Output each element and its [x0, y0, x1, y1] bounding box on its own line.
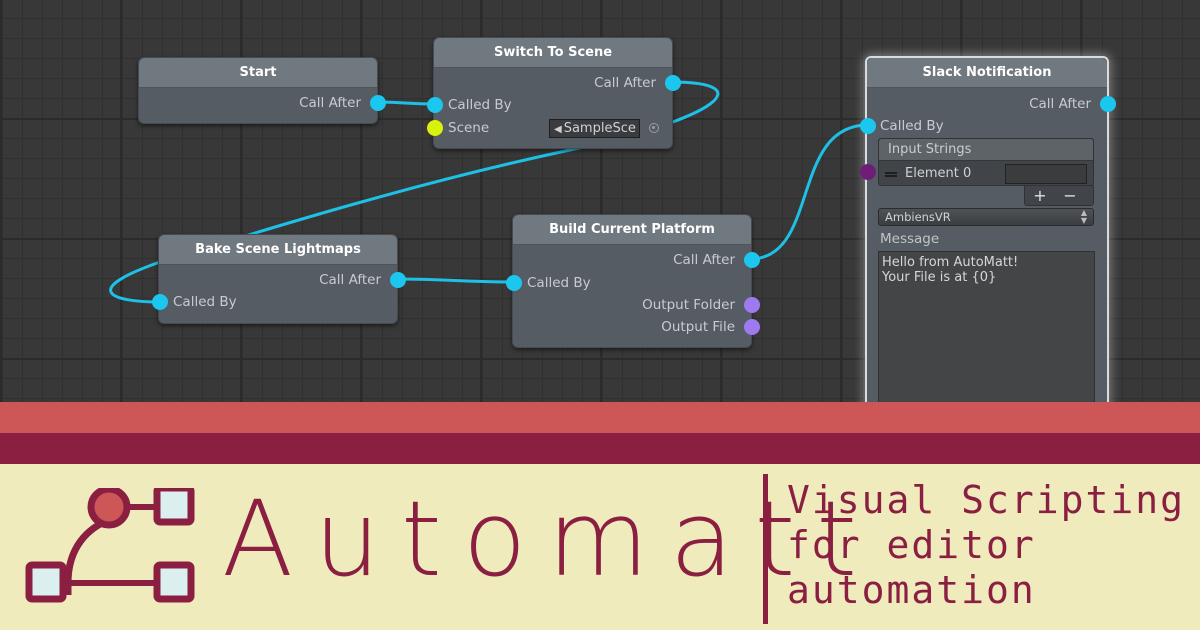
scene-input-port[interactable] — [427, 120, 443, 136]
call-after-output-port[interactable] — [665, 75, 681, 91]
call-after-output-port[interactable] — [744, 252, 760, 268]
called-by-input-port[interactable] — [427, 97, 443, 113]
node-title: Slack Notification — [867, 58, 1107, 88]
add-element-button[interactable]: + — [1033, 186, 1047, 205]
build-current-platform-node[interactable]: Build Current Platform Call After Called… — [506, 214, 760, 348]
called-by-input-port[interactable] — [506, 275, 522, 291]
scene-field-value: SampleSce — [563, 121, 636, 136]
call-after-output-port[interactable] — [1100, 96, 1116, 112]
slack-notification-node[interactable]: Slack Notification Call After Called By … — [860, 56, 1116, 402]
workspace-dropdown[interactable]: AmbiensVR ▲▼ — [878, 208, 1094, 226]
called-by-port-label: Called By — [173, 294, 237, 310]
call-after-port-label: Call After — [594, 75, 656, 91]
call-after-port-label: Call After — [299, 95, 361, 111]
dropdown-arrows-icon: ▲▼ — [1080, 208, 1087, 225]
called-by-port-label: Called By — [880, 118, 944, 134]
element-0-text-field[interactable] — [1005, 164, 1087, 184]
tagline-line-2: for editor — [787, 523, 1036, 567]
bake-scene-lightmaps-node[interactable]: Bake Scene Lightmaps Call After Called B… — [152, 234, 406, 324]
switch-to-scene-node[interactable]: Switch To Scene Call After Called By Sce… — [427, 37, 681, 149]
called-by-port-label: Called By — [527, 275, 591, 291]
automatt-wordmark: Automatt — [222, 478, 879, 600]
node-graph-icon — [25, 488, 195, 603]
banner-stripe-light — [0, 402, 1200, 433]
call-after-output-port[interactable] — [390, 272, 406, 288]
banner-stripe-dark — [0, 433, 1200, 464]
tagline: Visual Scripting for editor automation — [787, 478, 1185, 613]
input-strings-header[interactable]: Input Strings — [879, 139, 1093, 161]
output-folder-port-label: Output Folder — [642, 297, 735, 313]
object-picker-icon[interactable] — [649, 123, 659, 133]
tagline-line-3: automation — [787, 568, 1036, 612]
drag-handle-icon[interactable] — [885, 172, 897, 177]
list-item[interactable]: Element 0 — [879, 161, 1093, 187]
list-add-remove-controls: +− — [1024, 185, 1094, 206]
element-label: Element 0 — [905, 166, 972, 181]
element-0-input-port[interactable] — [860, 164, 876, 180]
call-after-output-port[interactable] — [370, 95, 386, 111]
call-after-port-label: Call After — [319, 272, 381, 288]
node-title: Switch To Scene — [434, 38, 672, 68]
called-by-input-port[interactable] — [860, 118, 876, 134]
tagline-line-1: Visual Scripting — [787, 478, 1186, 522]
message-label: Message — [880, 231, 940, 247]
banner-background — [0, 464, 1200, 630]
input-strings-list: Input Strings Element 0 — [878, 138, 1094, 186]
remove-element-button[interactable]: − — [1063, 186, 1077, 205]
scene-port-label: Scene — [448, 120, 490, 136]
call-after-port-label: Call After — [1029, 96, 1091, 112]
call-after-port-label: Call After — [673, 252, 735, 268]
banner-divider — [763, 474, 768, 624]
node-title: Build Current Platform — [513, 215, 751, 245]
start-node[interactable]: Start Call After — [138, 57, 386, 124]
called-by-port-label: Called By — [448, 97, 512, 113]
wire-bake-to-build[interactable] — [394, 277, 515, 284]
output-file-port-label: Output File — [661, 319, 735, 335]
workspace-dropdown-value: AmbiensVR — [885, 210, 951, 224]
scene-object-field[interactable]: ◀SampleSce — [549, 119, 640, 138]
called-by-input-port[interactable] — [152, 294, 168, 310]
output-folder-output-port[interactable] — [744, 297, 760, 313]
output-file-output-port[interactable] — [744, 319, 760, 335]
message-textarea[interactable]: Hello from AutoMatt! Your File is at {0} — [878, 251, 1095, 402]
node-title: Bake Scene Lightmaps — [159, 235, 397, 265]
node-graph-canvas[interactable]: Start Call After Switch To Scene Call Af… — [0, 0, 1200, 402]
wire-build-to-slack[interactable] — [748, 123, 870, 261]
node-title: Start — [139, 58, 377, 88]
unity-icon: ◀ — [554, 124, 562, 135]
